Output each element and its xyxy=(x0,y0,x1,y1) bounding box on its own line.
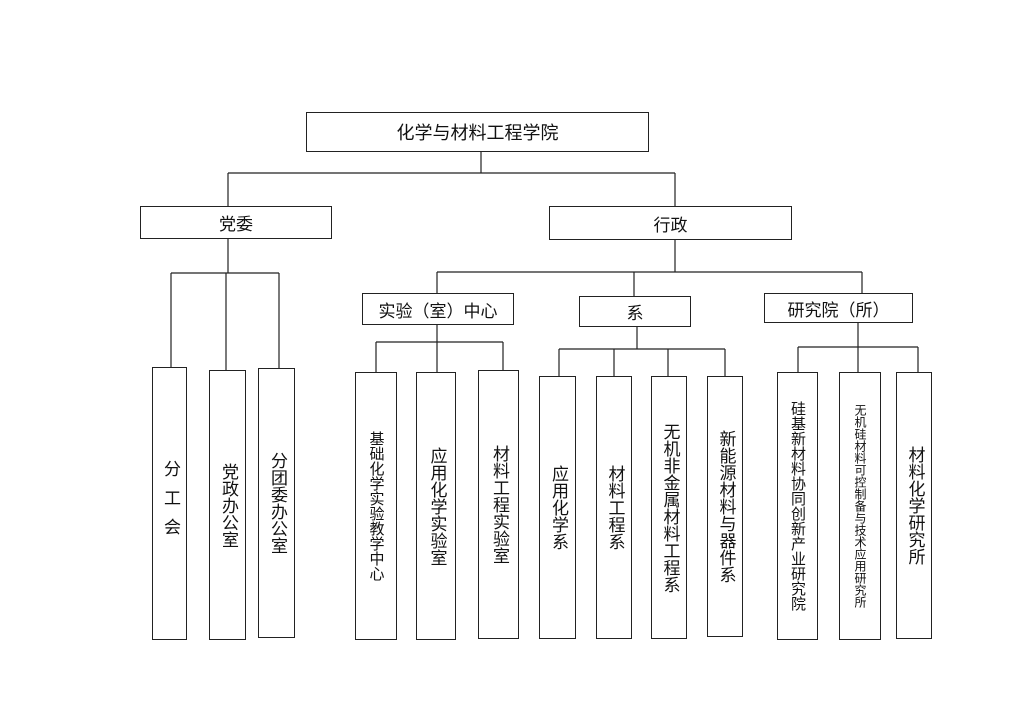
lab-materials-engineering-label: 材料工程实验室 xyxy=(489,445,509,564)
lab-applied-chemistry-node: 应用化学实验室 xyxy=(416,372,456,640)
departments-node: 系 xyxy=(579,296,691,327)
party-office-node: 党政办公室 xyxy=(209,370,246,640)
lab-basic-chemistry-label: 基础化学实验教学中心 xyxy=(367,431,386,581)
dept-inorganic-nonmetal-label: 无机非金属材料工程系 xyxy=(659,422,680,593)
dept-new-energy-label: 新能源材料与器件系 xyxy=(715,430,736,583)
college-root-label: 化学与材料工程学院 xyxy=(396,123,559,144)
lab-center-node: 实验（室）中心 xyxy=(362,293,514,325)
party-office-label: 党政办公室 xyxy=(218,462,238,548)
inst-inorganic-silicon-node: 无机硅材料可控制备与技术应用研究所 xyxy=(839,372,881,640)
party-committee-node: 党委 xyxy=(140,206,332,239)
institutes-label: 研究院（所） xyxy=(787,300,890,321)
dept-inorganic-nonmetal-node: 无机非金属材料工程系 xyxy=(651,376,687,639)
inst-inorganic-silicon-label: 无机硅材料可控制备与技术应用研究所 xyxy=(853,404,867,608)
institutes-node: 研究院（所） xyxy=(764,293,913,323)
administration-label: 行政 xyxy=(653,215,688,236)
trade-union-label: 分工会 xyxy=(160,460,180,547)
inst-silicon-innovation-label: 硅基新材料协同创新产业研究院 xyxy=(789,401,807,611)
youth-league-office-node: 分团委办公室 xyxy=(258,368,295,638)
dept-applied-chemistry-node: 应用化学系 xyxy=(539,376,576,639)
college-root-node: 化学与材料工程学院 xyxy=(306,112,649,152)
lab-applied-chemistry-label: 应用化学实验室 xyxy=(426,446,447,566)
dept-new-energy-node: 新能源材料与器件系 xyxy=(707,376,743,637)
inst-silicon-innovation-node: 硅基新材料协同创新产业研究院 xyxy=(777,372,818,640)
inst-materials-chemistry-node: 材料化学研究所 xyxy=(896,372,932,639)
lab-basic-chemistry-node: 基础化学实验教学中心 xyxy=(355,372,397,640)
administration-node: 行政 xyxy=(549,206,792,240)
lab-materials-engineering-node: 材料工程实验室 xyxy=(478,370,519,639)
departments-label: 系 xyxy=(626,304,644,324)
dept-materials-engineering-label: 材料工程系 xyxy=(604,465,625,550)
dept-materials-engineering-node: 材料工程系 xyxy=(596,376,632,639)
inst-materials-chemistry-label: 材料化学研究所 xyxy=(904,446,925,565)
party-committee-label: 党委 xyxy=(219,215,253,235)
dept-applied-chemistry-label: 应用化学系 xyxy=(548,465,568,550)
trade-union-node: 分工会 xyxy=(152,367,187,640)
lab-center-label: 实验（室）中心 xyxy=(378,301,498,322)
youth-league-office-label: 分团委办公室 xyxy=(267,452,287,554)
